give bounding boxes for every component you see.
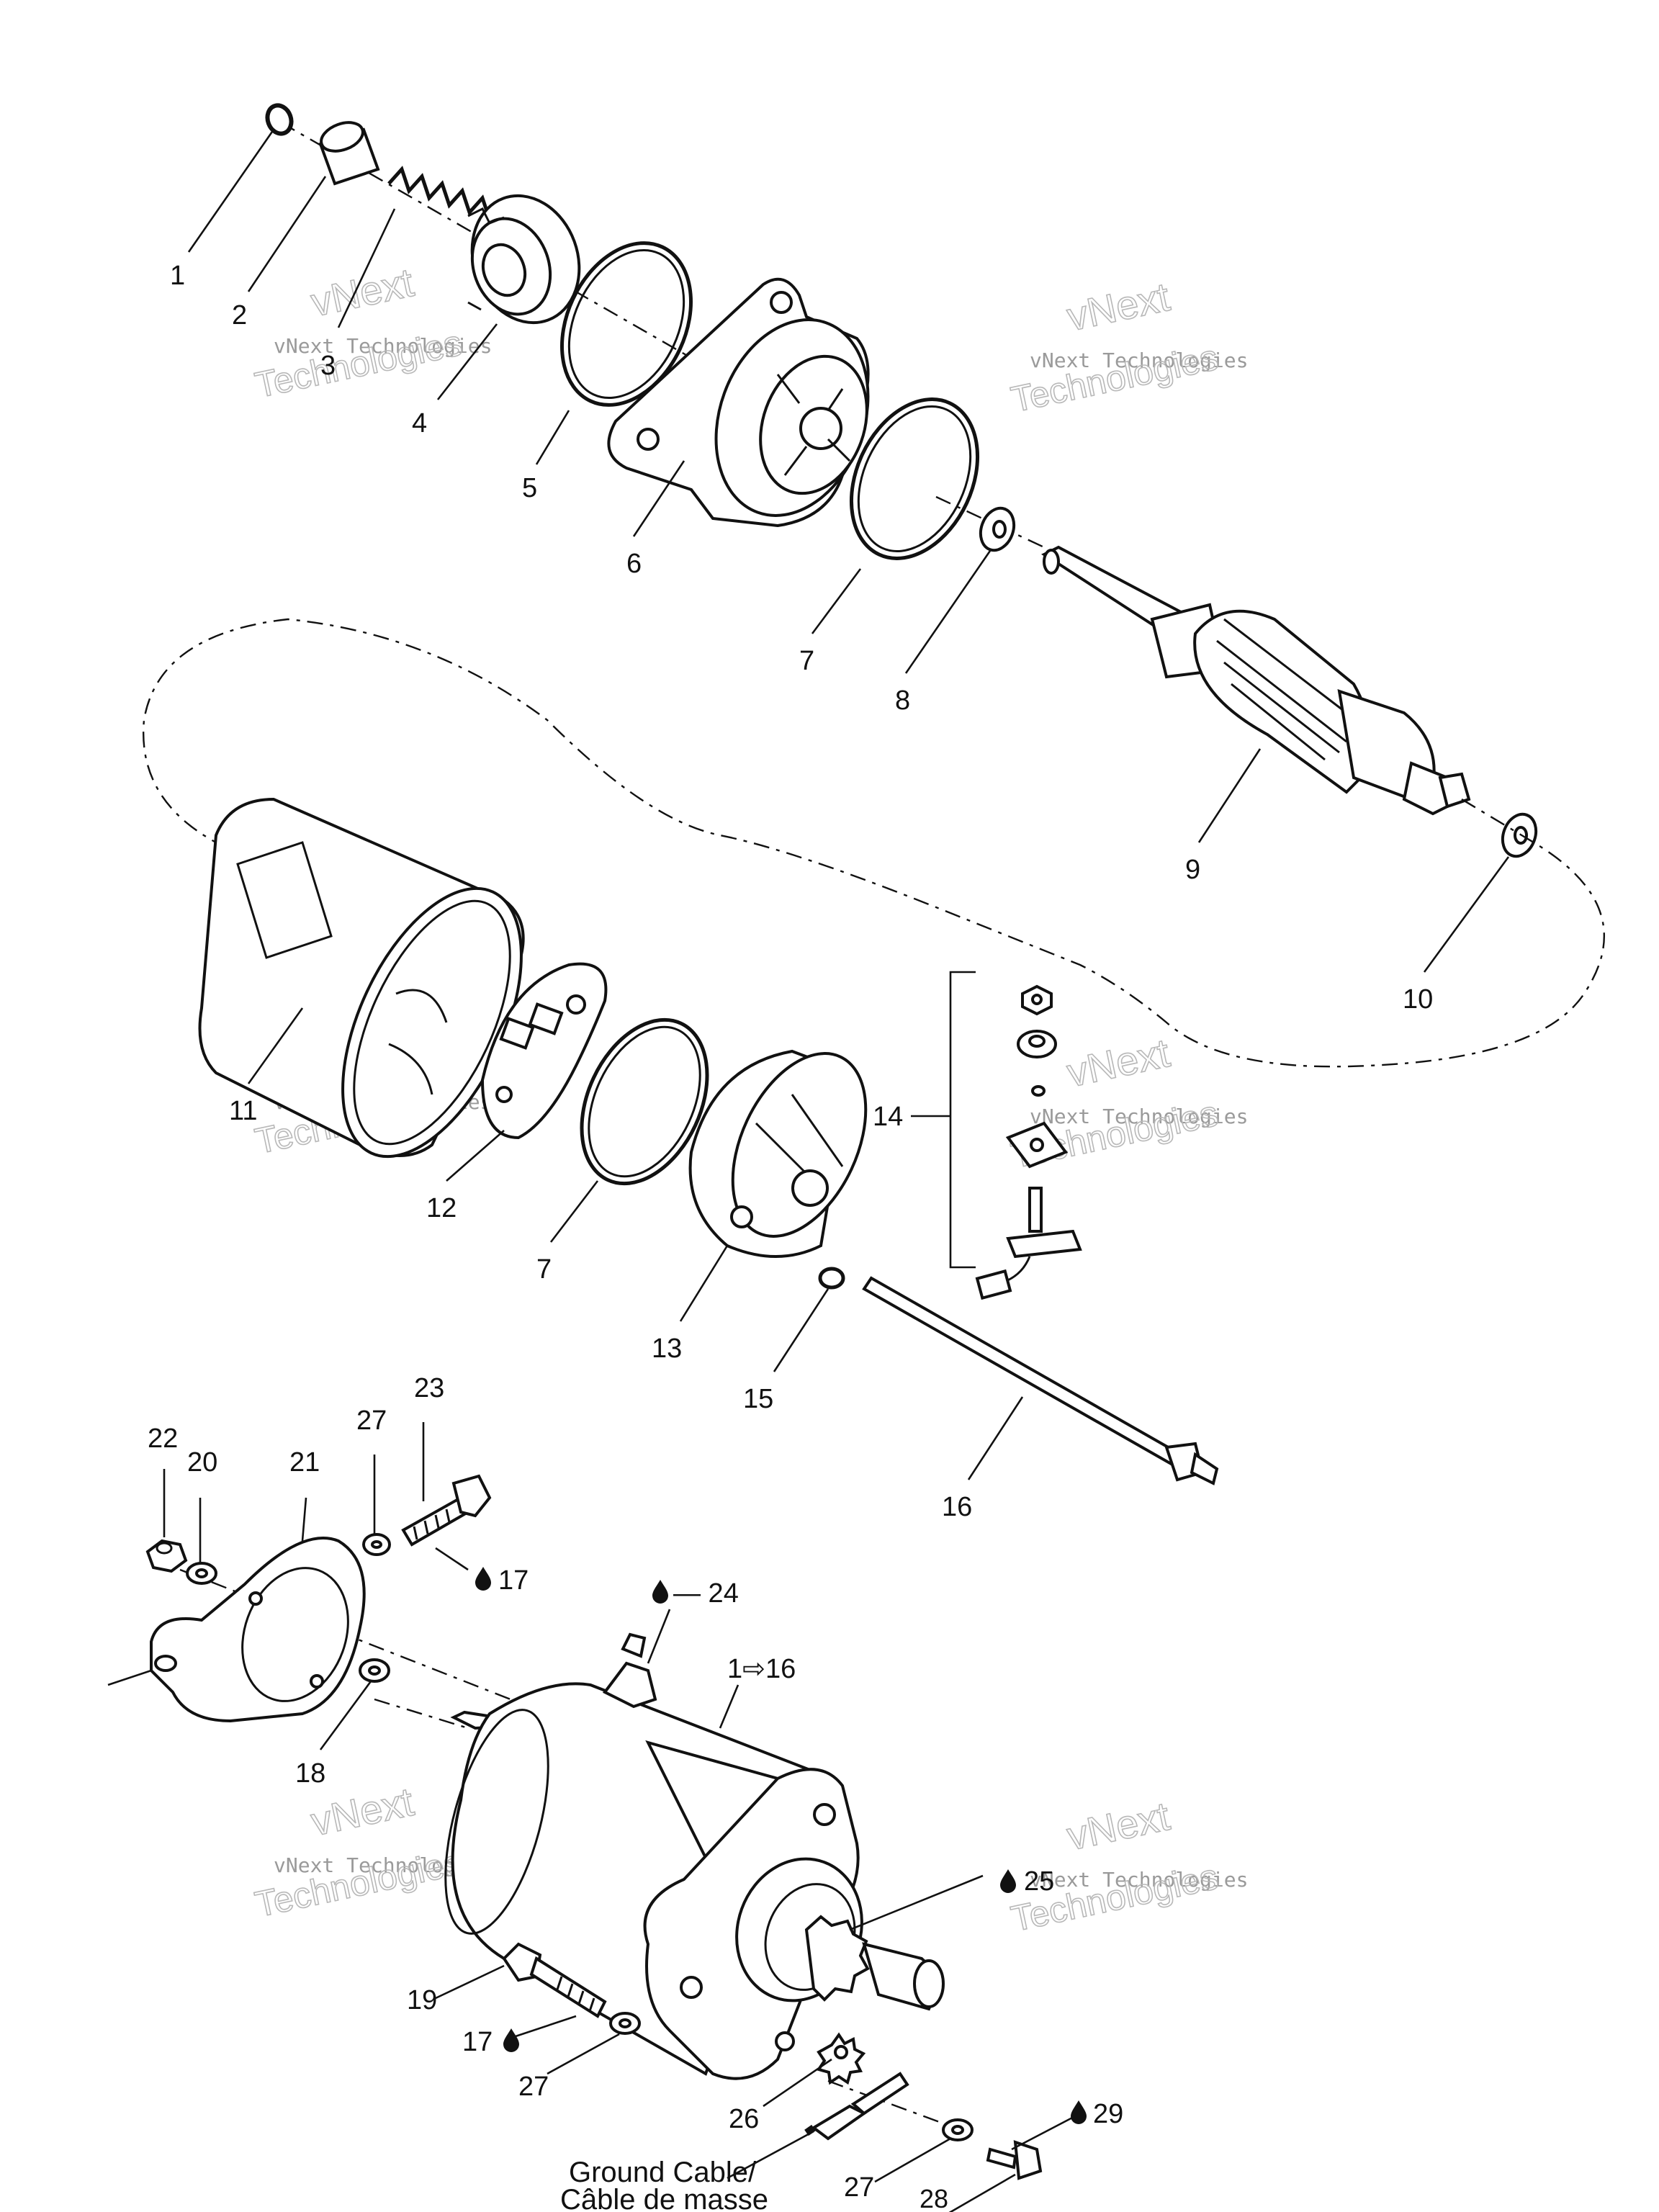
part-label: 23 [414, 1373, 444, 1403]
part-label: 7 [799, 646, 814, 676]
bolt-part [401, 1474, 492, 1547]
part-label: 22 [148, 1424, 178, 1454]
oil-drop-icon [1000, 1869, 1016, 1893]
part-label: 1⇨16 [727, 1654, 796, 1684]
part-label: 5 [522, 473, 537, 503]
circlip-part [265, 103, 294, 136]
oil-drop-icon [652, 1580, 668, 1604]
part-label: 18 [295, 1758, 325, 1789]
part-label: 28 [920, 2184, 948, 2212]
part-label: 9 [1185, 855, 1200, 885]
stop-collar-part [318, 121, 380, 186]
part-label: 12 [426, 1193, 457, 1223]
ground-cable-caption: Ground Cable/ Câble de masse [560, 2157, 768, 2212]
part-label: 20 [187, 1447, 217, 1478]
armature-part [1040, 545, 1471, 816]
part-label: 19 [407, 1985, 437, 2015]
oil-drop-icon [475, 1567, 491, 1591]
part-label: 11 [229, 1096, 257, 1126]
part-label: 21 [289, 1447, 320, 1478]
small-o-ring-part [818, 1267, 845, 1290]
part-label: 17 [498, 1565, 529, 1596]
brush-holder-part [480, 962, 608, 1140]
part-label: 7 [536, 1254, 552, 1285]
part-label: 26 [729, 2104, 759, 2134]
end-cover-part [688, 1049, 868, 1258]
part-label: 13 [652, 1334, 682, 1364]
part-label: 15 [743, 1384, 773, 1414]
bolt-part [986, 2140, 1043, 2180]
support-bracket-part [150, 1537, 366, 1723]
part-label: 27 [356, 1406, 387, 1436]
spring-part [387, 166, 492, 220]
o-ring-part [849, 397, 980, 560]
caption-line1: Ground Cable/ [569, 2157, 757, 2188]
part-label: 8 [895, 685, 910, 716]
o-ring-part [580, 1017, 709, 1186]
bolt-part [502, 1942, 607, 2018]
oil-drop-icon [1071, 2100, 1087, 2124]
washer-part [362, 1533, 391, 1556]
star-washer-part [816, 2032, 866, 2085]
part-label: 14 [873, 1102, 903, 1132]
part-label: — 24 [673, 1578, 739, 1609]
part-label: 3 [320, 351, 336, 381]
washer-part [979, 506, 1016, 552]
part-label: 2 [232, 300, 247, 331]
part-labels: 1 2 3 4 5 6 7 8 9 10 11 12 7 13 14 15 16… [148, 261, 1433, 2212]
drive-clutch-part [467, 194, 581, 325]
washer-part [1501, 812, 1538, 858]
washer-part [359, 1658, 390, 1683]
drive-housing-part [607, 277, 870, 528]
caption-line2: Câble de masse [560, 2184, 768, 2212]
part-label: 4 [412, 408, 427, 439]
brush-kit-parts [975, 984, 1082, 1300]
part-label: 10 [1403, 984, 1433, 1015]
part-label: 16 [942, 1492, 972, 1522]
nut-part [145, 1539, 188, 1573]
part-label: 25 [1024, 1866, 1054, 1897]
oil-drop-icon [503, 2028, 519, 2052]
part-label: 17 [462, 2027, 493, 2057]
washer-part [186, 1562, 217, 1585]
part-label: 27 [844, 2172, 874, 2203]
starter-assembly-part [444, 1632, 945, 2080]
ground-cable-part [804, 2072, 909, 2141]
through-bolt-part [862, 1276, 1219, 1485]
part-label: 29 [1093, 2099, 1123, 2129]
part-label: 6 [626, 549, 642, 579]
part-label: 27 [518, 2072, 549, 2102]
o-ring-part [560, 241, 693, 407]
part-label: 1 [170, 261, 185, 291]
washer-part [609, 2012, 641, 2035]
yoke-frame-part [198, 797, 525, 1159]
washer-part [942, 2118, 974, 2141]
